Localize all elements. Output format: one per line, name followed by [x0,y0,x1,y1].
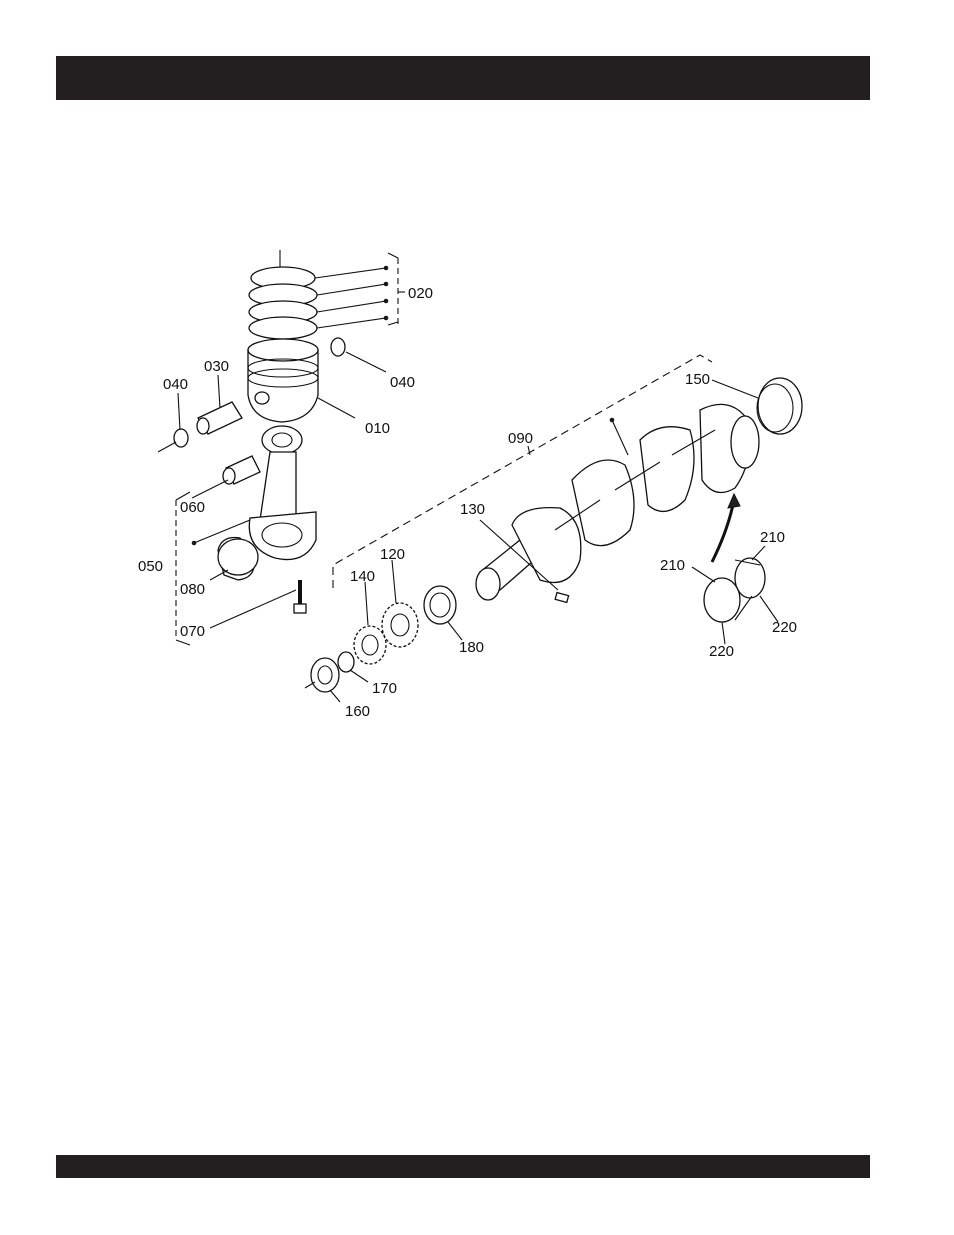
piston [248,339,318,422]
connecting-rod [249,426,316,560]
label-180: 180 [459,639,484,656]
bracket-020 [315,253,405,328]
front-seal [305,658,339,692]
label-150: 150 [685,371,710,388]
piston-rings [249,250,317,339]
label-160: 160 [345,703,370,720]
rod-bearing [218,538,258,581]
label-120: 120 [380,546,405,563]
label-070: 070 [180,623,205,640]
label-210-left: 210 [660,557,685,574]
label-040-left: 040 [163,376,188,393]
part-labels: 010 020 030 040 040 050 060 070 080 090 … [138,285,797,720]
label-140: 140 [350,568,375,585]
label-080: 080 [180,581,205,598]
label-090: 090 [508,430,533,447]
label-030: 030 [204,358,229,375]
o-ring [338,652,354,672]
label-040-right: 040 [390,374,415,391]
arrow-to-crank [712,494,740,562]
crank-gear-140 [354,626,386,664]
label-220-left: 220 [709,643,734,660]
label-130: 130 [460,501,485,518]
label-020: 020 [408,285,433,302]
label-170: 170 [372,680,397,697]
crank-gear-120 [382,603,418,647]
label-220-right: 220 [772,619,797,636]
label-060: 060 [180,499,205,516]
label-210-right: 210 [760,529,785,546]
main-bearing [704,558,765,622]
collar-180 [424,586,456,624]
snap-ring-left [158,429,188,452]
label-050: 050 [138,558,163,575]
label-010: 010 [365,420,390,437]
snap-ring-right [331,338,345,356]
rod-bolt [294,580,306,613]
small-end-bushing [223,456,260,484]
